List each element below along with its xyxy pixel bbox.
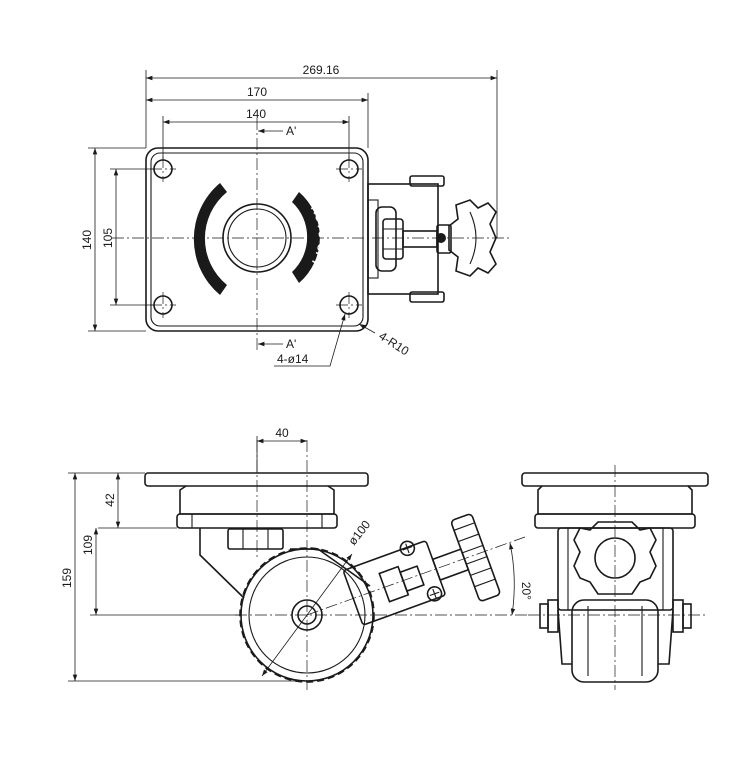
dim-holes: 4-ø14 [277,352,309,366]
brand-plate-right [292,192,320,283]
side-top-plate [144,472,369,487]
front-view [521,465,709,690]
dim-wheel-diameter: ø100 [345,517,373,547]
dim-mount-height: 42 [103,493,117,507]
dim-angle: 20° [519,582,534,601]
dim-hole-spacing-y: 105 [101,228,115,248]
dim-plate-height: 140 [80,230,94,250]
side-view: 40 159 109 42 ø100 20° [60,426,534,690]
dim-axle-height: 109 [81,535,95,555]
dim-overall-width: 269.16 [303,63,340,77]
brand-plate-left [193,183,227,295]
brake-assembly-side [343,513,501,626]
brake-knob-side [450,513,501,602]
brake-knob-top [448,199,497,277]
section-label-top: A' [286,124,296,138]
top-view: CASTMASTER AUTO CFT A' A' [80,63,510,367]
brake-knob-front [573,521,657,595]
section-label-bottom: A' [286,337,296,351]
dim-offset: 40 [275,426,289,440]
dim-corner-radius: 4-R10 [376,329,411,359]
dim-plate-width: 170 [247,85,267,99]
dim-overall-height: 159 [60,568,74,588]
dim-hole-spacing-x: 140 [246,107,266,121]
